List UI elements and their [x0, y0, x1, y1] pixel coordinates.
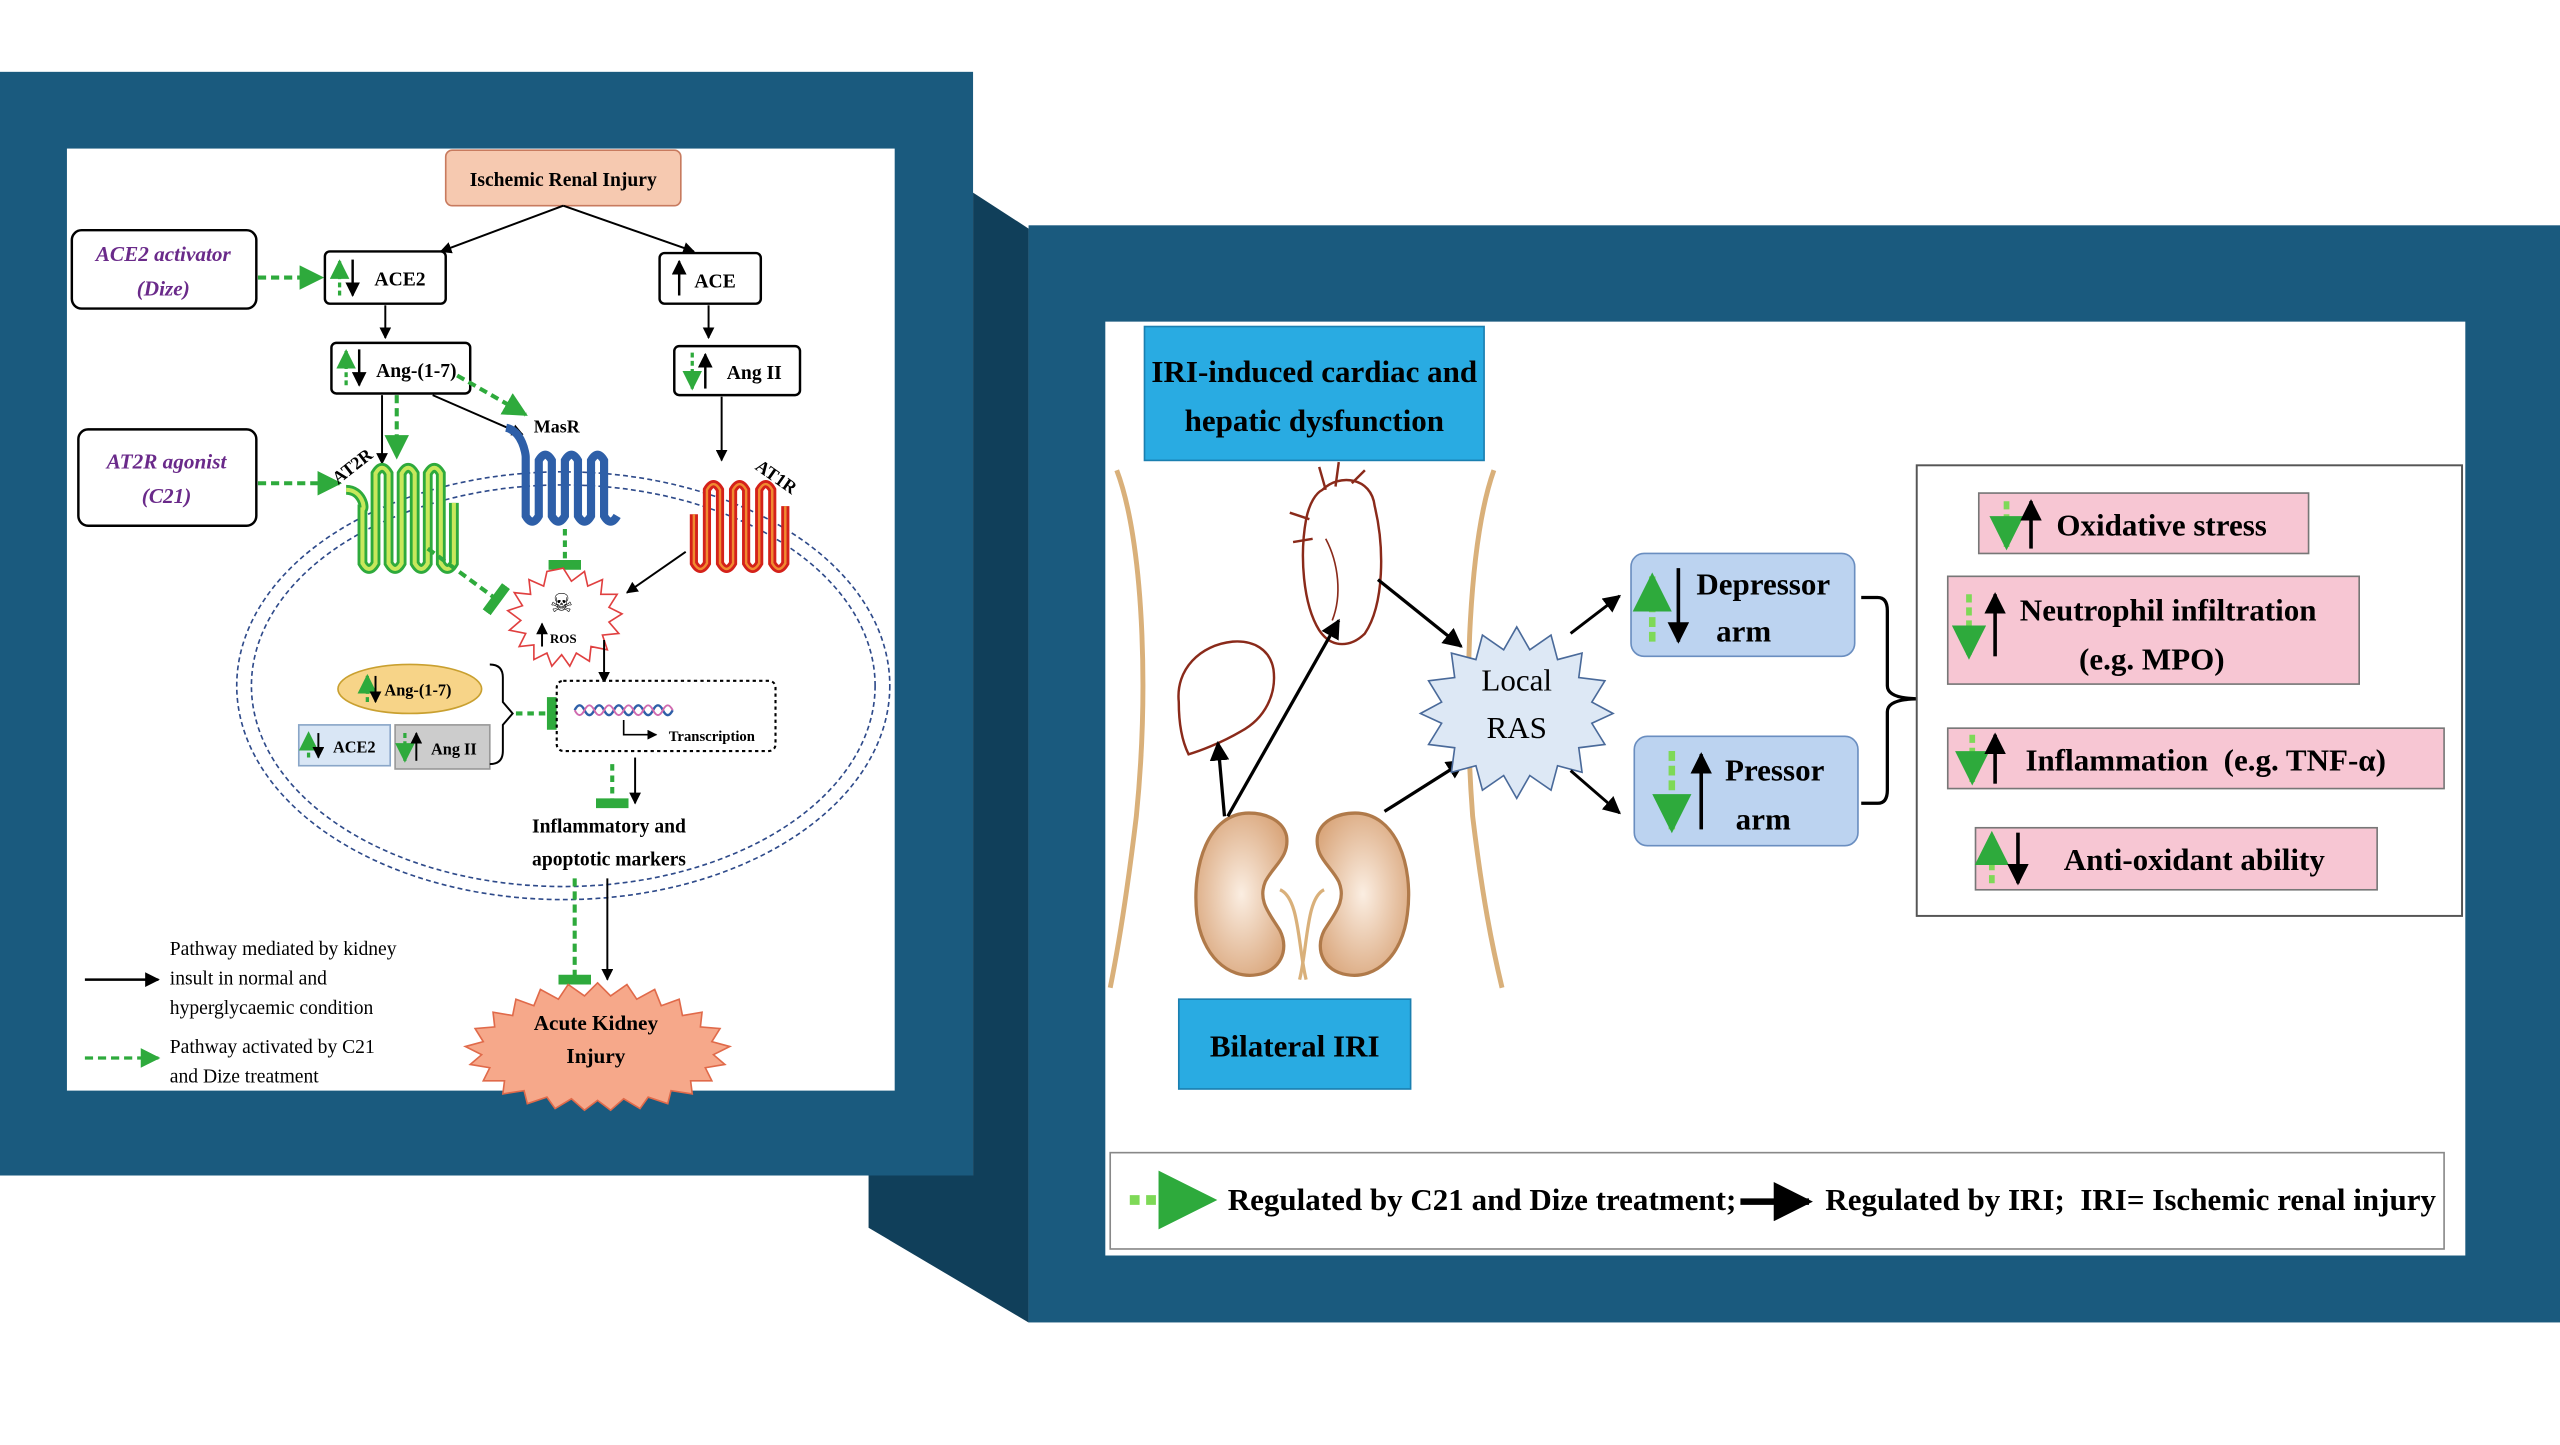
- local-ras-starburst: [1418, 625, 1615, 801]
- legend-solid-line1: Pathway mediated by kidney: [170, 939, 397, 960]
- ace2-small-label: ACE2: [333, 738, 376, 757]
- right-summary-panel: IRI-induced cardiac and hepatic dysfunct…: [1107, 325, 2464, 1250]
- ros-label: ROS: [550, 631, 577, 646]
- legend-solid-line3: hyperglycaemic condition: [170, 998, 374, 1019]
- masr-receptor: [504, 423, 621, 526]
- legend-solid-line2: insult in normal and: [170, 968, 327, 989]
- depressor-line2: arm: [1716, 614, 1771, 649]
- left-pathway-panel: Ischemic Renal Injury ACE2 activator (Di…: [70, 149, 891, 1112]
- cardiac-hepatic-title-box: [1143, 325, 1485, 462]
- cell-membrane-outer: [235, 471, 891, 901]
- ischemic-renal-injury-box: [444, 149, 682, 207]
- left-frame: [0, 71, 1029, 1176]
- local-ras-line1: Local: [1481, 663, 1552, 698]
- skull-icon: ☠: [550, 589, 573, 618]
- ros-starburst: [506, 567, 624, 668]
- masr-label: MasR: [534, 417, 581, 437]
- ace2-activator-line1: ACE2 activator: [94, 242, 232, 266]
- legend-black-label: Regulated by IRI; IRI= Ischemic renal in…: [1825, 1182, 2436, 1217]
- transcription-label: Transcription: [669, 729, 755, 745]
- left-kidney-icon: [1194, 811, 1289, 977]
- cardiac-hepatic-title-line1: IRI-induced cardiac and: [1151, 354, 1477, 389]
- ang17-small-label: Ang-(1-7): [384, 681, 451, 700]
- bilateral-iri-box: [1177, 998, 1412, 1090]
- outcome-oxidative-stress: Oxidative stress: [2056, 508, 2267, 543]
- outcome-inflammation: Inflammation (e.g. TNF-α): [2025, 743, 2385, 778]
- right-kidney-icon: [1315, 811, 1411, 977]
- local-ras-line2: RAS: [1487, 710, 1547, 745]
- bilateral-iri-label: Bilateral IRI: [1210, 1028, 1380, 1063]
- outcome-neutrophil-line1: Neutrophil infiltration: [2020, 592, 2317, 627]
- cardiac-hepatic-title-line2: hepatic dysfunction: [1185, 403, 1444, 438]
- pressor-line1: Pressor: [1725, 752, 1825, 787]
- ace-label: ACE: [694, 271, 735, 292]
- left-legend: Pathway mediated by kidney insult in nor…: [84, 939, 397, 1087]
- aki-starburst: [463, 981, 733, 1112]
- ace2-activator-box: [70, 228, 258, 310]
- pressor-line2: arm: [1736, 801, 1791, 836]
- ang2-small-label: Ang II: [431, 739, 477, 758]
- at1r-receptor: [689, 480, 790, 573]
- at2r-receptor: [345, 462, 459, 574]
- cell-membrane-inner: [250, 484, 876, 888]
- ang2-label: Ang II: [727, 363, 782, 384]
- oxidative-stress-box: [1977, 492, 2310, 555]
- ace2-label: ACE2: [374, 270, 425, 291]
- body-outline-right: [1465, 469, 1505, 989]
- outcome-neutrophil-line2: (e.g. MPO): [2079, 641, 2225, 676]
- at2r-agonist-line2: (C21): [142, 484, 192, 508]
- legend-dashed-line1: Pathway activated by C21: [170, 1037, 375, 1058]
- ischemic-renal-injury-label: Ischemic Renal Injury: [470, 170, 657, 191]
- depressor-line1: Depressor: [1696, 566, 1830, 601]
- legend-green-label: Regulated by C21 and Dize treatment;: [1228, 1182, 1737, 1217]
- neutrophil-box: [1946, 575, 2360, 685]
- markers-line2: apoptotic markers: [532, 849, 686, 870]
- inflammation-box: [1946, 727, 2445, 790]
- liver-icon: [1177, 640, 1276, 756]
- legend-dashed-line2: and Dize treatment: [170, 1066, 319, 1087]
- at2r-agonist-line1: AT2R agonist: [105, 450, 228, 474]
- outcome-anti-oxidant: Anti-oxidant ability: [2064, 842, 2326, 877]
- anti-oxidant-box: [1974, 826, 2378, 891]
- ace2-activator-line2: (Dize): [137, 277, 190, 301]
- aki-line1: Acute Kidney: [534, 1011, 659, 1035]
- heart-icon: [1289, 461, 1383, 646]
- markers-line1: Inflammatory and: [532, 817, 686, 838]
- body-outline-left: [1107, 469, 1146, 989]
- at2r-agonist-box: [77, 428, 258, 527]
- ang17-label: Ang-(1-7): [376, 361, 456, 382]
- aki-line2: Injury: [566, 1044, 625, 1068]
